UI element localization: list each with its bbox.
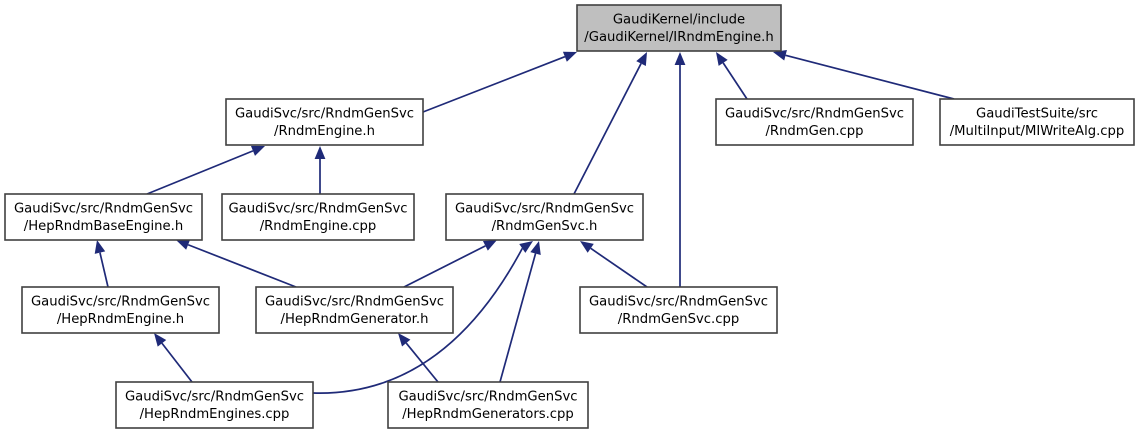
node-label-line2: /MultiInput/MIWriteAlg.cpp: [950, 124, 1125, 139]
arrowhead-icon: [94, 240, 106, 254]
node-label-line2: /RndmEngine.h: [274, 124, 375, 139]
node-label-line1: GaudiSvc/src/RndmGenSvc: [14, 202, 193, 217]
edge-line: [722, 62, 748, 100]
arrowhead-icon: [519, 241, 533, 253]
arrowhead-icon: [530, 241, 541, 255]
node-heprndmengine_h[interactable]: GaudiSvc/src/RndmGenSvc/HepRndmEngine.h: [21, 286, 220, 334]
node-box[interactable]: [715, 98, 914, 146]
node-miwritealg_cpp[interactable]: GaudiTestSuite/src/MultiInput/MIWriteAlg…: [939, 98, 1135, 146]
edge-heprndmgenerators_cpp-to-rndmgensvc_h: [499, 241, 541, 383]
node-box[interactable]: [445, 193, 644, 241]
node-label-line2: /RndmGenSvc.h: [492, 219, 598, 234]
edge-line: [99, 252, 109, 288]
edge-heprndmbaseengine_h-to-rndmengine_h: [146, 145, 265, 195]
node-box[interactable]: [221, 193, 415, 241]
edge-line: [785, 54, 955, 100]
node-label-line1: GaudiKernel/include: [613, 13, 745, 28]
edge-line: [405, 342, 439, 383]
node-heprndmbaseengine_h[interactable]: GaudiSvc/src/RndmGenSvc/HepRndmBaseEngin…: [4, 193, 203, 241]
node-label-line1: GaudiSvc/src/RndmGenSvc: [589, 295, 768, 310]
arrowhead-icon: [398, 333, 411, 347]
node-label-line2: /HepRndmGenerator.h: [281, 312, 429, 327]
edge-rndmgensvc_cpp-to-rndmgensvc_h: [580, 241, 648, 288]
node-label-line2: /HepRndmBaseEngine.h: [24, 219, 183, 234]
arrowhead-icon: [154, 333, 167, 347]
edge-rndmgen_cpp-to-irndmengine: [716, 52, 748, 100]
node-heprndmgenerators_cpp[interactable]: GaudiSvc/src/RndmGenSvc/HepRndmGenerator…: [387, 381, 589, 429]
arrowhead-icon: [773, 50, 787, 61]
edge-line: [499, 253, 537, 383]
arrowhead-icon: [250, 145, 265, 156]
node-box[interactable]: [225, 98, 424, 146]
node-label-line2: /HepRndmEngines.cpp: [140, 407, 290, 422]
edge-line: [187, 243, 297, 288]
arrowhead-icon: [176, 239, 191, 250]
node-label-line1: GaudiSvc/src/RndmGenSvc: [398, 390, 577, 405]
node-label-line2: /RndmGenSvc.cpp: [618, 312, 739, 327]
arrowhead-icon: [482, 240, 497, 251]
edge-line: [422, 55, 566, 113]
edge-line: [146, 150, 254, 195]
node-rndmengine_h[interactable]: GaudiSvc/src/RndmGenSvc/RndmEngine.h: [225, 98, 424, 146]
arrowhead-icon: [314, 146, 326, 159]
node-box[interactable]: [115, 381, 314, 429]
edge-rndmengine_h-to-irndmengine: [422, 51, 577, 113]
edge-line: [403, 245, 486, 288]
node-box[interactable]: [4, 193, 203, 241]
edge-line: [573, 63, 642, 195]
edge-heprndmengines_cpp-to-heprndmengine_h: [154, 333, 193, 383]
node-box[interactable]: [939, 98, 1135, 146]
node-box[interactable]: [579, 286, 778, 334]
arrowhead-icon: [580, 241, 594, 253]
node-label-line2: /GaudiKernel/IRndmEngine.h: [584, 30, 773, 45]
node-rndmgensvc_cpp[interactable]: GaudiSvc/src/RndmGenSvc/RndmGenSvc.cpp: [579, 286, 778, 334]
node-label-line1: GaudiTestSuite/src: [976, 107, 1098, 122]
node-label-line1: GaudiSvc/src/RndmGenSvc: [31, 295, 210, 310]
node-label-line2: /RndmGen.cpp: [765, 124, 863, 139]
node-box[interactable]: [576, 4, 782, 52]
arrowhead-icon: [674, 52, 686, 65]
node-label-line1: GaudiSvc/src/RndmGenSvc: [235, 107, 414, 122]
edges-layer: [94, 50, 955, 394]
nodes-layer: GaudiKernel/include/GaudiKernel/IRndmEng…: [4, 4, 1135, 429]
node-box[interactable]: [21, 286, 220, 334]
edge-line: [312, 247, 524, 394]
edge-line: [161, 342, 193, 383]
edge-heprndmgenerators_cpp-to-heprndmgenerator_h: [398, 333, 439, 383]
edge-rndmgensvc_cpp-to-irndmengine: [674, 52, 686, 287]
edge-heprndmengines_cpp-to-rndmgensvc_h: [312, 241, 533, 394]
edge-heprndmgenerator_h-to-rndmgensvc_h: [403, 240, 497, 288]
node-label-line1: GaudiSvc/src/RndmGenSvc: [265, 295, 444, 310]
node-label-line1: GaudiSvc/src/RndmGenSvc: [125, 390, 304, 405]
arrowhead-icon: [636, 52, 647, 67]
arrowhead-icon: [716, 52, 728, 66]
edge-miwritealg_cpp-to-irndmengine: [773, 50, 955, 100]
node-rndmgensvc_h[interactable]: GaudiSvc/src/RndmGenSvc/RndmGenSvc.h: [445, 193, 644, 241]
node-irndmengine[interactable]: GaudiKernel/include/GaudiKernel/IRndmEng…: [576, 4, 782, 52]
edge-rndmgensvc_h-to-irndmengine: [573, 52, 647, 195]
node-label-line1: GaudiSvc/src/RndmGenSvc: [455, 202, 634, 217]
node-label-line1: GaudiSvc/src/RndmGenSvc: [725, 107, 904, 122]
node-label-line1: GaudiSvc/src/RndmGenSvc: [228, 202, 407, 217]
node-label-line2: /RndmEngine.cpp: [260, 219, 377, 234]
edge-heprndmengine_h-to-heprndmbaseengine_h: [94, 240, 109, 288]
node-rndmengine_cpp[interactable]: GaudiSvc/src/RndmGenSvc/RndmEngine.cpp: [221, 193, 415, 241]
node-label-line2: /HepRndmGenerators.cpp: [402, 407, 574, 422]
node-heprndmengines_cpp[interactable]: GaudiSvc/src/RndmGenSvc/HepRndmEngines.c…: [115, 381, 314, 429]
node-rndmgen_cpp[interactable]: GaudiSvc/src/RndmGenSvc/RndmGen.cpp: [715, 98, 914, 146]
node-box[interactable]: [255, 286, 454, 334]
arrowhead-icon: [562, 51, 577, 62]
edge-line: [590, 247, 648, 288]
node-box[interactable]: [387, 381, 589, 429]
edge-heprndmgenerator_h-to-heprndmbaseengine_h: [176, 239, 297, 288]
edge-rndmengine_cpp-to-rndmengine_h: [314, 146, 326, 194]
node-heprndmgenerator_h[interactable]: GaudiSvc/src/RndmGenSvc/HepRndmGenerator…: [255, 286, 454, 334]
node-label-line2: /HepRndmEngine.h: [57, 312, 184, 327]
